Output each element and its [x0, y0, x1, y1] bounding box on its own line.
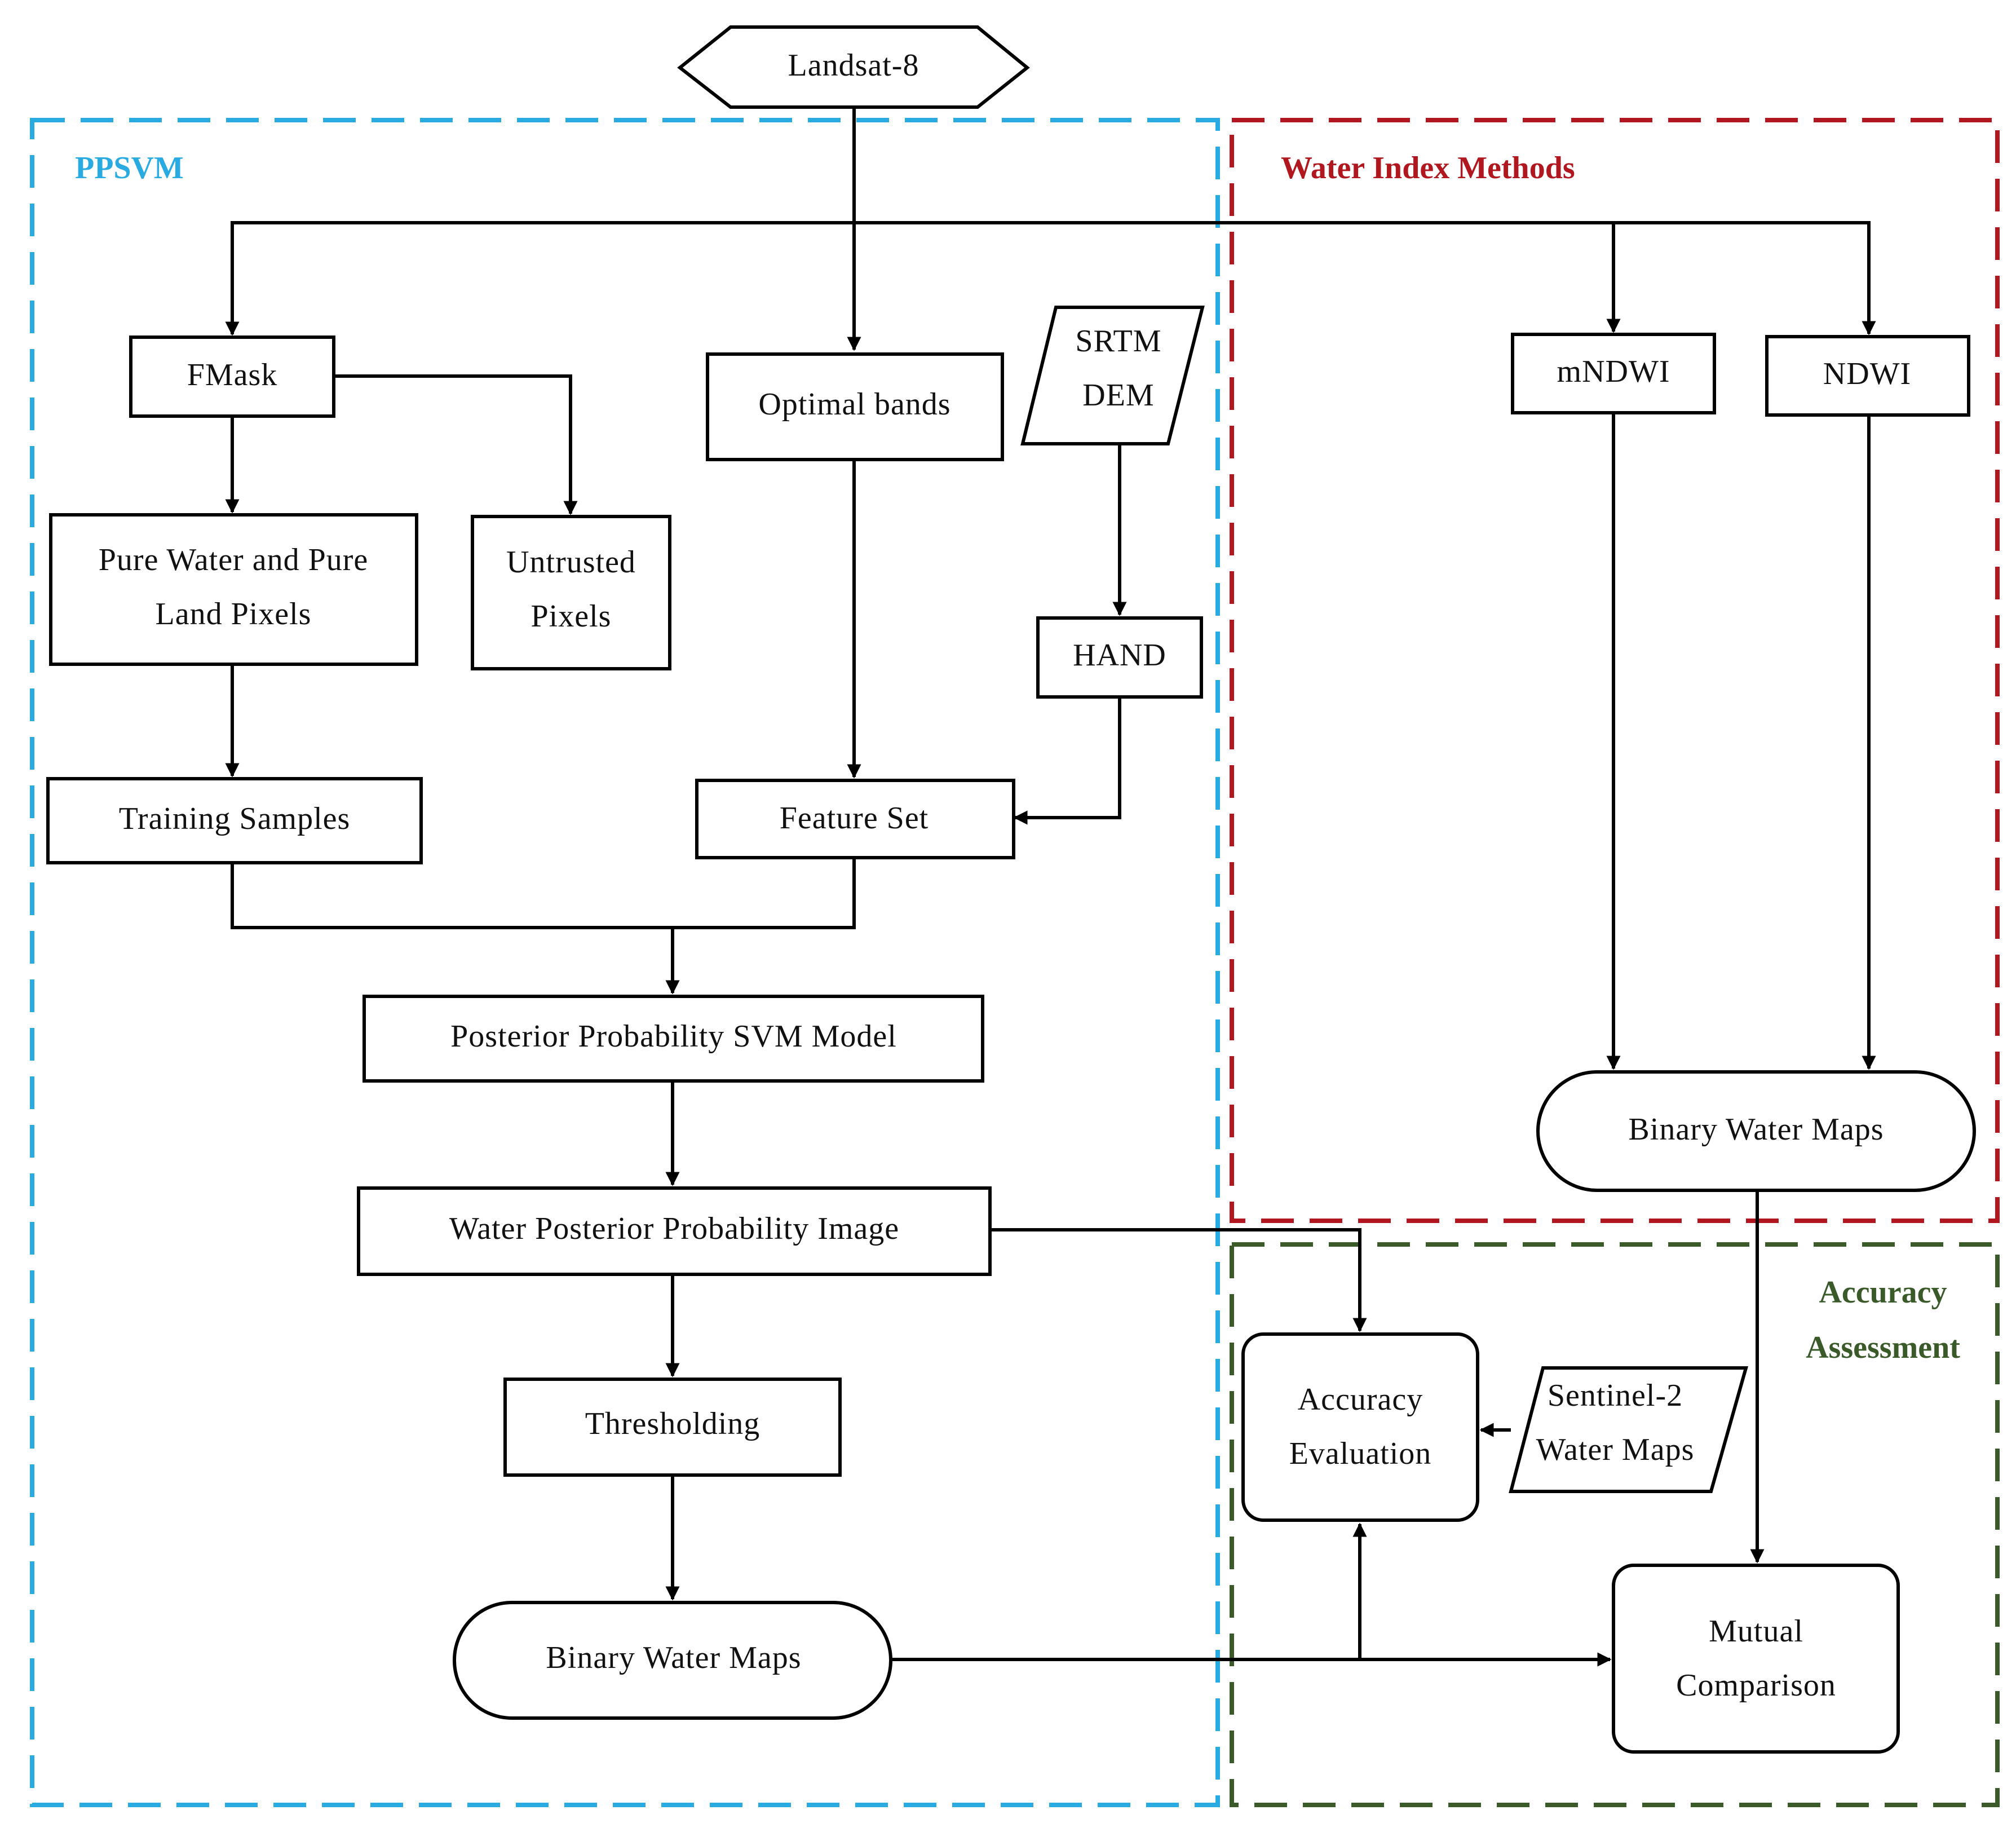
mutual-comparison-line2: Comparison	[1676, 1668, 1836, 1703]
optimal-bands-box	[706, 352, 1004, 461]
group-accuracy-title-line2: Assessment	[1806, 1330, 1960, 1365]
feature-set-box	[695, 779, 1015, 859]
node-sentinel-maps: Sentinel-2 Water Maps	[1509, 1366, 1748, 1493]
node-feature-set: Feature Set	[695, 779, 1015, 859]
accuracy-evaluation-box	[1241, 1332, 1479, 1522]
edges	[225, 92, 1876, 1667]
untrusted-pixels-box	[471, 515, 671, 670]
node-binary-maps-ppsvm: Binary Water Maps	[453, 1601, 892, 1720]
feature-set-label: Feature Set	[780, 801, 929, 836]
mndwi-label: mNDWI	[1557, 354, 1670, 389]
group-water-index-box	[1230, 118, 2000, 1223]
group-ppsvm-box	[30, 118, 1220, 1807]
node-untrusted-pixels: Untrusted Pixels	[471, 515, 671, 670]
thresholding-label: Thresholding	[585, 1406, 761, 1441]
pure-pixels-line1: Pure Water and Pure	[99, 542, 368, 577]
group-accuracy-box	[1230, 1242, 2000, 1807]
accuracy-evaluation-line2: Evaluation	[1289, 1436, 1432, 1471]
pure-pixels-box	[49, 513, 418, 666]
edge-posterior-to-accuracy-evaluation	[990, 1228, 1367, 1332]
node-binary-maps-index: Binary Water Maps	[1536, 1070, 1976, 1192]
node-training-samples: Training Samples	[46, 777, 423, 864]
fmask-box	[129, 336, 335, 418]
node-thresholding: Thresholding	[503, 1378, 842, 1477]
node-ppsvm-model: Posterior Probability SVM Model	[362, 995, 984, 1083]
mutual-comparison-box	[1612, 1564, 1900, 1754]
node-mndwi: mNDWI	[1511, 333, 1716, 414]
group-ppsvm-title: PPSVM	[75, 151, 184, 186]
optimal-bands-label: Optimal bands	[758, 387, 950, 422]
sentinel-maps-line1: Sentinel-2	[1548, 1378, 1683, 1413]
edge-hand-to-feature-set	[1013, 697, 1121, 825]
edge-training-to-merge	[231, 858, 856, 929]
binary-maps-ppsvm-label: Binary Water Maps	[546, 1640, 801, 1675]
ndwi-box	[1765, 335, 1970, 417]
sentinel-maps-line2: Water Maps	[1536, 1432, 1695, 1467]
node-accuracy-evaluation: Accuracy Evaluation	[1241, 1332, 1479, 1522]
posterior-image-box	[357, 1186, 992, 1276]
untrusted-pixels-line1: Untrusted	[506, 545, 636, 580]
training-samples-label: Training Samples	[119, 801, 351, 836]
training-samples-box	[46, 777, 423, 864]
hand-label: HAND	[1073, 638, 1166, 673]
pure-pixels-line2: Land Pixels	[156, 597, 312, 632]
group-water-index-title: Water Index Methods	[1281, 151, 1575, 186]
mutual-comparison-line1: Mutual	[1709, 1614, 1803, 1649]
node-srtm-dem: SRTM DEM	[1020, 306, 1205, 445]
binary-maps-index-terminator	[1536, 1070, 1976, 1192]
node-landsat-8: Landsat-8	[677, 25, 1030, 109]
ndwi-label: NDWI	[1823, 356, 1911, 391]
binary-maps-index-label: Binary Water Maps	[1628, 1112, 1884, 1147]
node-posterior-image: Water Posterior Probability Image	[357, 1186, 992, 1276]
untrusted-pixels-line2: Pixels	[531, 599, 612, 634]
landsat-8-label: Landsat-8	[788, 48, 919, 83]
hand-box	[1036, 616, 1203, 699]
node-hand: HAND	[1036, 616, 1203, 699]
srtm-dem-line2: DEM	[1082, 378, 1154, 413]
ppsvm-model-box	[362, 995, 984, 1083]
node-fmask: FMask	[129, 336, 335, 418]
ppsvm-model-label: Posterior Probability SVM Model	[450, 1019, 897, 1054]
edge-fmask-to-untrusted	[334, 374, 578, 515]
thresholding-box	[503, 1378, 842, 1477]
group-accuracy-title-line1: Accuracy	[1819, 1275, 1947, 1310]
node-optimal-bands: Optimal bands	[706, 352, 1004, 461]
binary-maps-ppsvm-terminator	[453, 1601, 892, 1720]
node-mutual-comparison: Mutual Comparison	[1612, 1564, 1900, 1754]
edge-landsat-to-fmask	[225, 221, 854, 336]
mndwi-box	[1511, 333, 1716, 414]
edge-landsat-to-ndwi	[1613, 221, 1876, 336]
node-ndwi: NDWI	[1765, 335, 1970, 417]
srtm-dem-line1: SRTM	[1075, 324, 1161, 359]
accuracy-evaluation-line1: Accuracy	[1298, 1382, 1423, 1417]
sentinel-maps-parallelogram	[1509, 1366, 1748, 1493]
node-pure-pixels: Pure Water and Pure Land Pixels	[49, 513, 418, 666]
fmask-label: FMask	[187, 357, 278, 392]
srtm-dem-parallelogram	[1020, 306, 1205, 445]
posterior-image-label: Water Posterior Probability Image	[449, 1211, 899, 1246]
landsat-8-hexagon	[677, 25, 1030, 109]
